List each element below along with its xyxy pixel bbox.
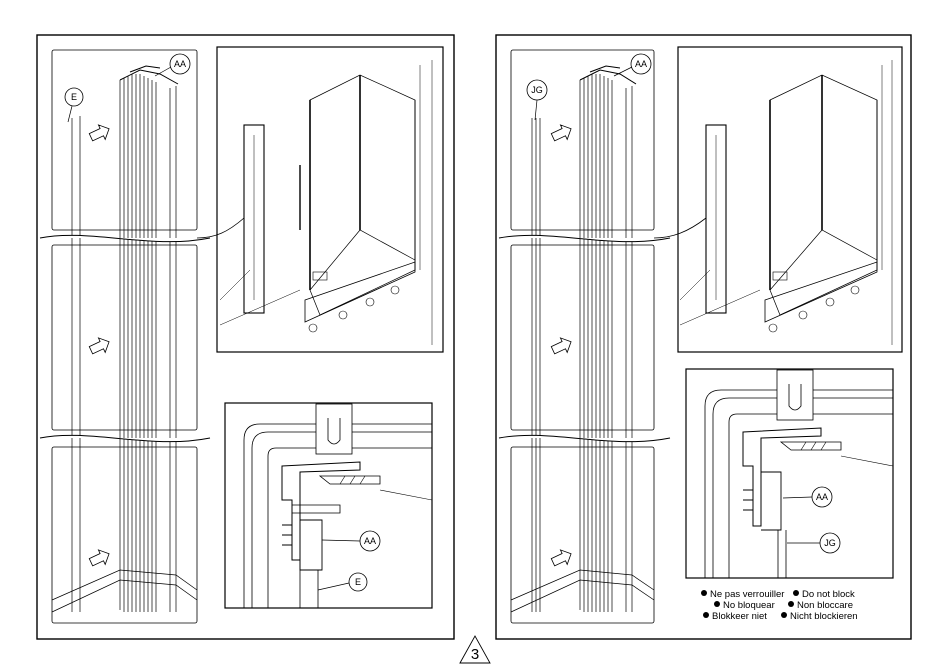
break-line <box>40 235 210 241</box>
label-aa-detail: AA <box>364 536 376 546</box>
note-en: Do not block <box>802 589 855 600</box>
insert-arrow-icon <box>550 335 575 358</box>
step-number: 3 <box>471 646 479 663</box>
bullet-dot-icon <box>703 612 709 618</box>
insert-arrow-icon <box>88 547 113 570</box>
break-line <box>499 435 670 441</box>
bullet-dot-icon <box>788 601 794 607</box>
note-de: Nicht blockieren <box>790 611 858 622</box>
insert-arrow-icon <box>550 547 575 570</box>
left-shower-overview <box>217 47 443 352</box>
label-jg-detail: JG <box>824 538 836 548</box>
right-section-detail <box>686 369 893 578</box>
left-panel: E AA <box>37 35 454 639</box>
left-profile-strip <box>52 50 197 623</box>
break-line <box>40 435 210 441</box>
right-panel: JG AA <box>496 35 911 639</box>
label-e-detail: E <box>355 577 361 587</box>
bullet-dot-icon <box>701 590 707 596</box>
left-section-detail <box>225 403 432 608</box>
note-it: Non bloccare <box>797 600 853 611</box>
right-shower-overview <box>678 47 902 352</box>
right-profile-strip <box>511 50 654 623</box>
insert-arrow-icon <box>88 335 113 358</box>
note-es: No bloquear <box>723 600 775 611</box>
note-fr: Ne pas verrouiller <box>710 589 784 600</box>
label-jg-top: JG <box>531 85 543 95</box>
label-e-top: E <box>71 92 77 102</box>
insert-arrow-icon <box>88 122 113 145</box>
break-line <box>499 235 670 241</box>
bullet-dot-icon <box>793 590 799 596</box>
label-aa-top-right: AA <box>635 59 647 69</box>
bullet-dot-icon <box>714 601 720 607</box>
insert-arrow-icon <box>550 122 575 145</box>
notes-block: Ne pas verrouiller Do not block No bloqu… <box>701 589 858 622</box>
label-aa-top: AA <box>174 59 186 69</box>
note-nl: Blokkeer niet <box>712 611 767 622</box>
label-aa-detail-right: AA <box>816 492 828 502</box>
step-indicator: 3 <box>460 636 490 663</box>
bullet-dot-icon <box>781 612 787 618</box>
